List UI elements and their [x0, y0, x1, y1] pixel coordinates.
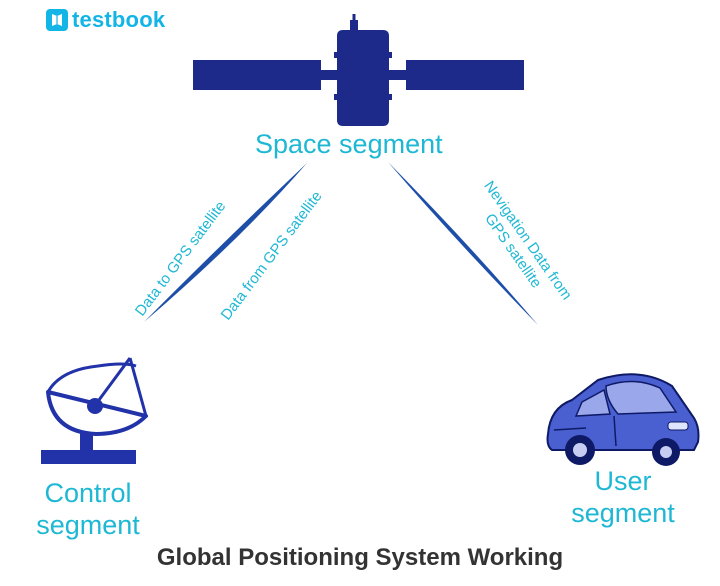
navigation-beam [388, 162, 538, 325]
satellite-icon [193, 14, 524, 126]
testbook-logo-text: testbook [72, 7, 166, 32]
uplink-beam [144, 163, 307, 322]
user-segment-label: User segment [558, 465, 688, 529]
testbook-logo-icon [46, 9, 68, 31]
control-segment-label-line2: segment [36, 510, 140, 540]
user-segment-label-line1: User [594, 466, 652, 496]
diagram-caption: Global Positioning System Working [156, 544, 564, 571]
satellite-dish-icon [41, 357, 148, 464]
car-icon [546, 373, 700, 466]
control-segment-label: Control segment [28, 477, 148, 541]
user-segment-label-line2: segment [571, 498, 675, 528]
testbook-logo: testbook [46, 7, 165, 33]
space-segment-label: Space segment [255, 129, 443, 159]
control-segment-label-line1: Control [44, 478, 132, 508]
